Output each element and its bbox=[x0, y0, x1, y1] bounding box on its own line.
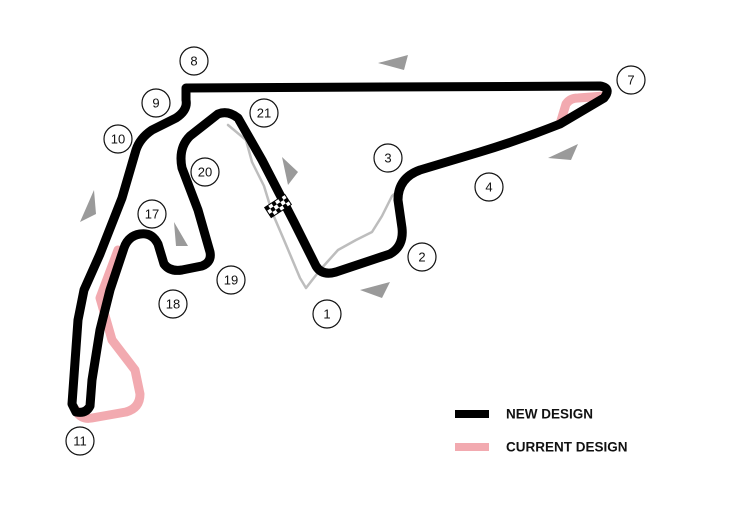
corner-label: 1 bbox=[323, 307, 330, 322]
direction-arrow-icon bbox=[80, 190, 96, 222]
corner-marker-4: 4 bbox=[474, 172, 504, 202]
new-design-layout bbox=[67, 81, 612, 417]
direction-arrow-icon bbox=[174, 222, 188, 246]
direction-arrow-icon bbox=[360, 282, 390, 298]
corner-label: 10 bbox=[111, 132, 125, 147]
legend-label-current-design: CURRENT DESIGN bbox=[506, 440, 628, 455]
current-design-corner-7-section bbox=[555, 91, 609, 129]
corner-label: 21 bbox=[257, 106, 271, 121]
corner-marker-1: 1 bbox=[312, 299, 342, 329]
old-chicane-path bbox=[226, 123, 406, 290]
corner-label: 11 bbox=[73, 434, 87, 449]
checkered-flag-icon bbox=[263, 193, 293, 219]
corner-marker-7: 7 bbox=[616, 65, 646, 95]
legend-label-new-design: NEW DESIGN bbox=[506, 407, 593, 422]
corner-label: 7 bbox=[627, 73, 634, 88]
legend-item-new-design: NEW DESIGN bbox=[455, 407, 593, 422]
corner-marker-18: 18 bbox=[158, 289, 188, 319]
new-design-track bbox=[67, 81, 612, 417]
corner-label: 18 bbox=[166, 297, 180, 312]
corner-marker-9: 9 bbox=[141, 88, 171, 118]
corner-label: 20 bbox=[198, 165, 212, 180]
corner-label: 9 bbox=[152, 96, 159, 111]
direction-arrow-icon bbox=[282, 157, 298, 185]
old-chicane-layout bbox=[226, 123, 406, 290]
direction-arrow-icon bbox=[378, 55, 408, 70]
corner-marker-19: 19 bbox=[216, 265, 246, 295]
corner-marker-2: 2 bbox=[407, 242, 437, 272]
corner-label: 4 bbox=[485, 180, 492, 195]
corner-label: 8 bbox=[190, 54, 197, 69]
corner-marker-20: 20 bbox=[190, 157, 220, 187]
direction-arrows bbox=[80, 55, 578, 298]
corner-label: 17 bbox=[145, 207, 159, 222]
corner-marker-11: 11 bbox=[65, 426, 95, 456]
current-design-layout bbox=[71, 91, 609, 423]
corner-label: 3 bbox=[384, 151, 391, 166]
legend-item-current-design: CURRENT DESIGN bbox=[455, 440, 628, 455]
current-design-hairpin-section bbox=[71, 245, 145, 423]
corner-marker-10: 10 bbox=[103, 124, 133, 154]
direction-arrow-icon bbox=[548, 144, 578, 160]
legend: NEW DESIGN CURRENT DESIGN bbox=[455, 407, 628, 455]
corner-marker-8: 8 bbox=[179, 46, 209, 76]
corner-markers: 1 2 3 4 7 8 9 10 bbox=[65, 46, 646, 456]
corner-label: 19 bbox=[224, 273, 238, 288]
corner-marker-21: 21 bbox=[249, 98, 279, 128]
corner-marker-17: 17 bbox=[137, 199, 167, 229]
corner-marker-3: 3 bbox=[373, 143, 403, 173]
corner-label: 2 bbox=[418, 250, 425, 265]
